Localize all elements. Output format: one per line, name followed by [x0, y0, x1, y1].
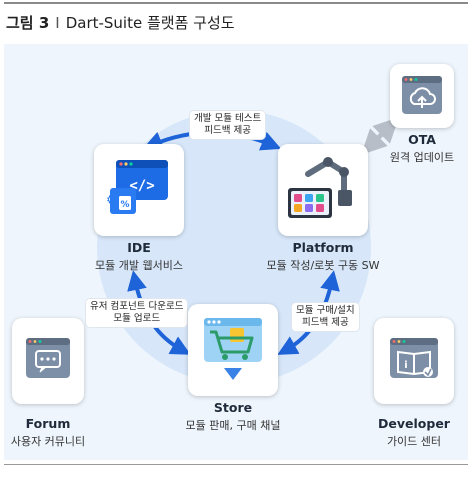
store-subtitle: 모듈 판매, 구매 채널	[185, 419, 281, 432]
arrow-platform-ota	[361, 117, 399, 155]
store-title: Store	[213, 400, 253, 415]
figure-caption: 그림 3 I Dart-Suite 플랫폼 구성도	[6, 12, 235, 33]
ota-subtitle: 원격 업데이트	[389, 151, 455, 164]
ide-card[interactable]: </> % ⚙	[94, 144, 184, 236]
svg-text:%: %	[120, 200, 129, 210]
forum-label: Forum 사용자 커뮤니티	[0, 416, 96, 449]
ide-title: IDE	[127, 240, 151, 255]
forum-title: Forum	[25, 416, 71, 431]
top-rule	[4, 2, 468, 4]
note-ide-platform: 개발 모듈 테스트 피드백 제공	[190, 111, 266, 139]
note-store-ide: 유저 컴포넌트 다운로드 모듈 업로드	[86, 299, 188, 327]
developer-card[interactable]: i	[374, 318, 454, 404]
ide-label: IDE 모듈 개발 웹서비스	[74, 240, 204, 273]
ota-label: OTA 원격 업데이트	[372, 132, 472, 165]
figure-number: 그림 3	[6, 14, 50, 32]
svg-text:i: i	[404, 360, 407, 371]
platform-subtitle: 모듈 작성/로봇 구동 SW	[266, 259, 380, 272]
forum-card[interactable]	[12, 318, 84, 404]
ota-title: OTA	[408, 132, 436, 147]
robot-arm-icon	[288, 157, 352, 218]
figure-title: Dart-Suite 플랫폼 구성도	[65, 14, 235, 32]
developer-subtitle: 가이드 센터	[386, 435, 442, 448]
ota-card[interactable]	[390, 64, 454, 128]
store-card[interactable]	[188, 304, 278, 396]
cloud-update-icon	[402, 76, 442, 114]
code-window-icon: </> % ⚙	[106, 160, 168, 214]
svg-text:⚙: ⚙	[106, 193, 118, 208]
developer-title: Developer	[378, 416, 450, 431]
forum-subtitle: 사용자 커뮤니티	[10, 435, 86, 448]
note-platform-store: 모듈 구매/설치 피드백 제공	[292, 303, 359, 331]
platform-card[interactable]	[278, 144, 368, 236]
chat-icon	[26, 338, 70, 378]
bottom-rule	[4, 464, 468, 465]
ide-subtitle: 모듈 개발 웹서비스	[95, 259, 183, 272]
platform-title: Platform	[292, 240, 354, 255]
guide-book-icon: i	[390, 338, 438, 378]
platform-label: Platform 모듈 작성/로봇 구동 SW	[248, 240, 398, 273]
shopping-cart-icon	[204, 318, 262, 380]
store-label: Store 모듈 판매, 구매 채널	[158, 400, 308, 433]
developer-label: Developer 가이드 센터	[364, 416, 464, 449]
caption-separator: I	[55, 14, 60, 32]
